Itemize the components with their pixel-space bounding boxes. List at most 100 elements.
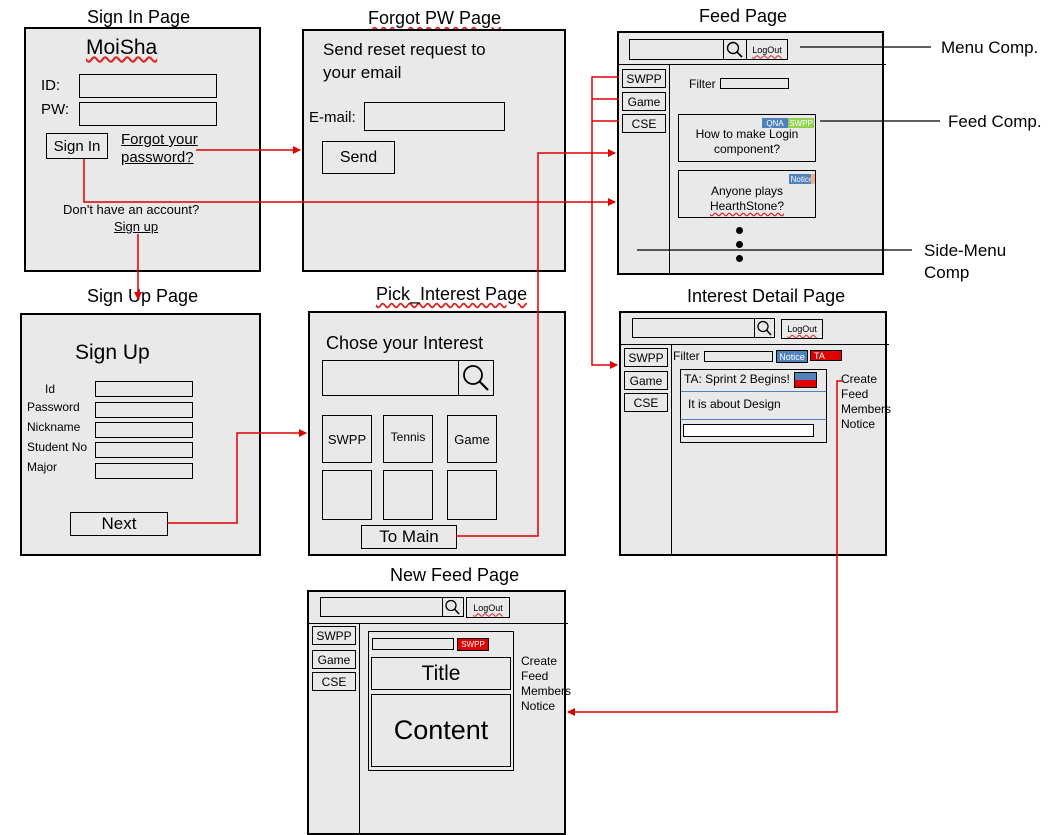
feed-page-frame: LogOut SWPP Game CSE Filter QNA SWPP How…: [617, 31, 886, 275]
menu-comp-label: Menu Comp.: [941, 38, 1039, 57]
next-button[interactable]: Next: [70, 512, 168, 536]
logout-button[interactable]: LogOut: [746, 39, 788, 60]
more-dot: [736, 241, 743, 248]
members-action[interactable]: Members: [841, 402, 892, 416]
pw-input[interactable]: [79, 102, 217, 126]
feed-comp-label: Feed Comp.: [948, 112, 1042, 131]
detail-actions: Create Feed Members Notice: [841, 372, 891, 432]
signup-page-title: Sign Up Page: [87, 286, 199, 306]
feed-post-2[interactable]: Notice Anyone plays HearthStone?: [678, 170, 816, 218]
feed-page-title: Feed Page: [699, 6, 788, 26]
interest-swpp[interactable]: SWPP: [322, 415, 372, 463]
no-account-text: Don't have an account?: [63, 202, 200, 217]
content-input[interactable]: Content: [371, 694, 511, 767]
side-menu-swpp[interactable]: SWPP: [312, 626, 356, 645]
tag-input[interactable]: [372, 638, 454, 650]
side-menu-swpp[interactable]: SWPP: [624, 348, 668, 367]
tag-notice: Notice: [789, 174, 815, 184]
id-input[interactable]: [79, 74, 217, 98]
interest-game[interactable]: Game: [447, 415, 497, 463]
side-menu-divider: [671, 344, 672, 556]
more-dot: [736, 255, 743, 262]
create-action[interactable]: Create: [841, 372, 878, 386]
search-icon[interactable]: [458, 360, 494, 396]
student-no-input[interactable]: [95, 442, 193, 458]
post-tag-icon: [794, 372, 817, 388]
interest-tennis[interactable]: Tennis: [383, 415, 433, 463]
reset-heading-line2: your email: [323, 63, 402, 82]
filter-tag-ta[interactable]: TA: [810, 350, 842, 361]
search-icon[interactable]: [442, 597, 464, 617]
search-icon[interactable]: [723, 39, 747, 60]
email-label: E-mail:: [309, 109, 356, 126]
id-label: ID:: [41, 77, 61, 94]
nickname-label: Nickname: [27, 420, 81, 434]
forgot-page-frame: Send reset request to your email E-mail:…: [302, 29, 566, 272]
search-icon[interactable]: [754, 318, 775, 338]
create-action[interactable]: Create: [521, 654, 558, 668]
signin-page-title: Sign In Page: [87, 7, 191, 27]
post-divider: [681, 391, 826, 392]
more-dot: [736, 227, 743, 234]
tag-game: [811, 174, 815, 184]
comment-input[interactable]: [683, 424, 814, 437]
student-no-label: Student No: [27, 440, 88, 454]
newfeed-page-title: New Feed Page: [390, 565, 520, 585]
side-menu-game[interactable]: Game: [312, 650, 356, 669]
signup-link[interactable]: Sign up: [114, 219, 159, 234]
logout-button[interactable]: LogOut: [466, 597, 510, 618]
filter-input[interactable]: [720, 78, 789, 89]
email-input[interactable]: [364, 102, 505, 131]
app-logo: MoiSha: [86, 36, 158, 59]
post-2-title-line2: HearthStone?: [709, 199, 785, 213]
post-2-title-line1: Anyone plays: [710, 184, 784, 198]
forgot-password-link-line2[interactable]: password?: [121, 149, 194, 166]
filter-input[interactable]: [704, 351, 773, 362]
send-button[interactable]: Send: [322, 141, 395, 174]
password-label: Password: [27, 400, 80, 414]
feed-post-1[interactable]: QNA SWPP How to make Login component?: [678, 114, 816, 162]
side-menu-cse[interactable]: CSE: [622, 114, 666, 133]
detail-post[interactable]: TA: Sprint 2 Begins! It is about Design: [680, 369, 827, 443]
side-menu-divider: [359, 623, 360, 835]
interest-empty-3[interactable]: [447, 470, 497, 520]
side-menu-comp-label-line1: Side-Menu: [924, 241, 1007, 260]
side-menu-cse[interactable]: CSE: [312, 672, 356, 691]
id-label: Id: [45, 382, 56, 396]
post-title: TA: Sprint 2 Begins!: [684, 372, 790, 386]
side-menu-cse[interactable]: CSE: [624, 393, 668, 412]
side-menu-game[interactable]: Game: [624, 371, 668, 390]
post-1-title-line1: How to make Login: [695, 127, 799, 141]
feed-action[interactable]: Feed: [841, 387, 869, 401]
post-divider: [681, 419, 826, 420]
major-input[interactable]: [95, 463, 193, 479]
newfeed-actions: Create Feed Members Notice: [521, 654, 571, 714]
members-action[interactable]: Members: [521, 684, 572, 698]
filter-tag-notice[interactable]: Notice: [776, 350, 808, 363]
logout-button[interactable]: LogOut: [781, 319, 823, 339]
feed-action[interactable]: Feed: [521, 669, 549, 683]
nickname-input[interactable]: [95, 422, 193, 438]
side-menu-comp-label-line2: Comp: [924, 263, 970, 282]
signup-heading: Sign Up: [75, 341, 150, 364]
password-input[interactable]: [95, 402, 193, 418]
notice-action[interactable]: Notice: [841, 417, 876, 431]
side-menu-game[interactable]: Game: [622, 92, 666, 111]
pick-heading: Chose your Interest: [326, 333, 484, 353]
title-input[interactable]: Title: [371, 657, 511, 690]
to-main-button[interactable]: To Main: [361, 525, 457, 549]
interest-empty-1[interactable]: [322, 470, 372, 520]
menu-divider: [309, 623, 568, 624]
signin-button[interactable]: Sign In: [46, 133, 108, 159]
menu-divider: [619, 64, 886, 65]
detail-page-frame: LogOut SWPP Game CSE Filter Notice TA TA…: [619, 311, 889, 556]
menu-divider: [621, 344, 889, 345]
id-input[interactable]: [95, 381, 193, 397]
filter-label: Filter: [689, 77, 716, 91]
side-menu-swpp[interactable]: SWPP: [622, 69, 666, 88]
forgot-password-link-line1[interactable]: Forgot your: [121, 131, 198, 148]
arrow-sidemenu-to-detail: [591, 76, 619, 369]
tag-swpp[interactable]: SWPP: [457, 638, 489, 651]
notice-action[interactable]: Notice: [521, 699, 556, 713]
interest-empty-2[interactable]: [383, 470, 433, 520]
